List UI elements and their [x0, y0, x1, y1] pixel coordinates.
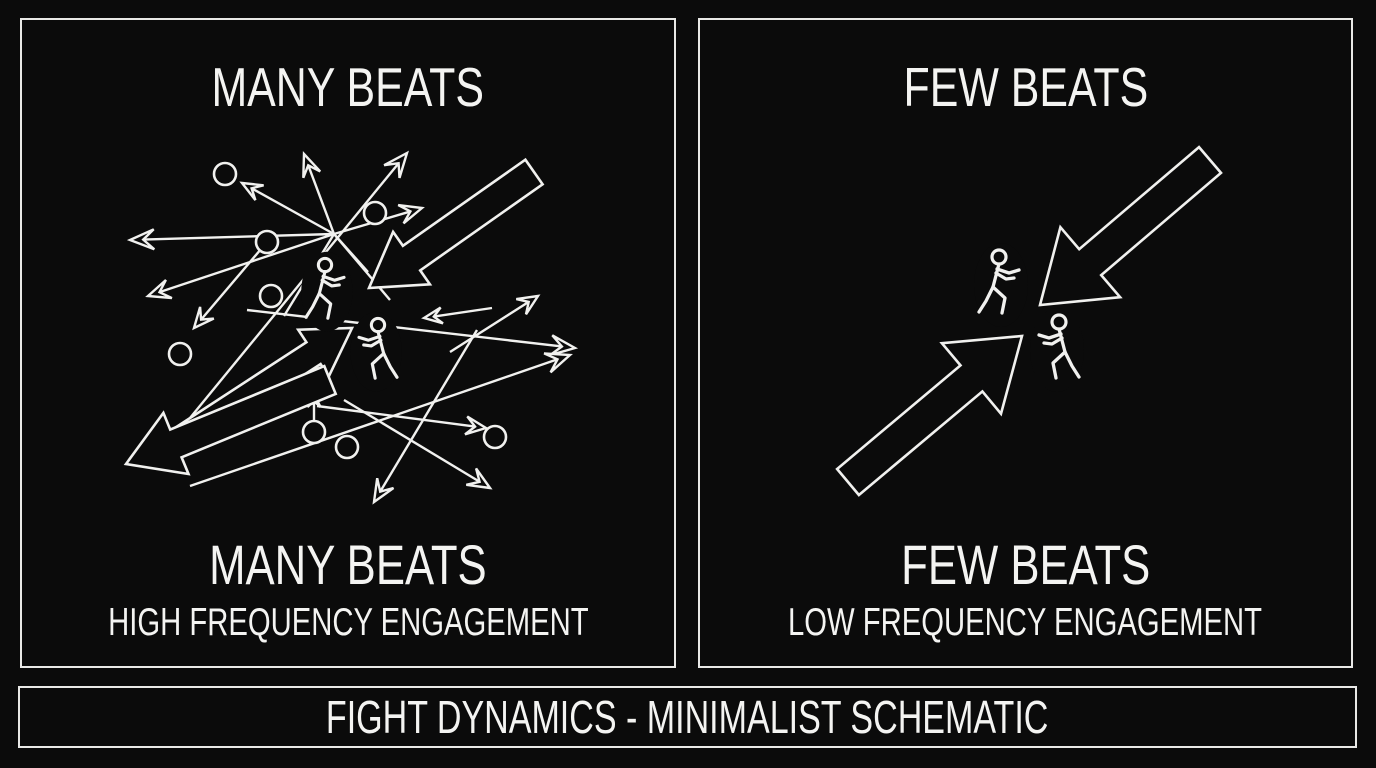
- caption-subtitle: HIGH FREQUENCY ENGAGEMENT: [107, 601, 589, 644]
- panel-title-row: FEW BEATS: [700, 60, 1351, 115]
- footer-bar: FIGHT DYNAMICS - MINIMALIST SCHEMATIC: [18, 686, 1357, 748]
- circle-marker-icon: [362, 200, 388, 226]
- panel-title-row: MANY BEATS: [22, 60, 674, 115]
- panel-few-beats: FEW BEATS FEW BEATS LOW FREQUENCY ENGAGE…: [698, 18, 1353, 668]
- panel-many-beats: MANY BEATS MANY BEATS HIGH FREQUENCY ENG…: [20, 18, 676, 668]
- block-arrow-icon: [835, 334, 1024, 497]
- chaos-diagram: [123, 150, 579, 505]
- circle-marker-icon: [301, 419, 327, 445]
- block-arrow-icon: [1038, 145, 1223, 307]
- block-arrow-icon: [123, 364, 338, 476]
- converging-arrows: [835, 145, 1223, 497]
- footer-title: FIGHT DYNAMICS - MINIMALIST SCHEMATIC: [326, 691, 1049, 743]
- panel-title: FEW BEATS: [903, 56, 1148, 118]
- fighter-icon: [974, 243, 1028, 327]
- fighter-icon: [301, 251, 353, 332]
- circle-marker-icon: [258, 283, 284, 309]
- panel-title: MANY BEATS: [211, 56, 485, 118]
- panel-caption: FEW BEATS LOW FREQUENCY ENGAGEMENT: [700, 533, 1351, 644]
- fighter-icon: [1030, 308, 1084, 392]
- chaotic-arrows: [126, 150, 579, 505]
- panel-caption: MANY BEATS HIGH FREQUENCY ENGAGEMENT: [22, 533, 674, 644]
- block-arrow-icon: [366, 157, 545, 290]
- circle-marker-icon: [167, 341, 193, 367]
- caption-title: MANY BEATS: [209, 533, 487, 596]
- caption-subtitle: LOW FREQUENCY ENGAGEMENT: [788, 601, 1263, 644]
- caption-title: FEW BEATS: [900, 533, 1151, 596]
- circle-marker-icon: [212, 161, 238, 187]
- big-strike-arrows: [123, 157, 545, 476]
- circle-marker-icon: [254, 229, 280, 255]
- circle-marker-icon: [334, 434, 360, 460]
- beat-circles: [167, 161, 508, 460]
- circle-marker-icon: [482, 424, 508, 450]
- fighter-icon: [350, 311, 402, 392]
- convergence-diagram: [835, 145, 1223, 497]
